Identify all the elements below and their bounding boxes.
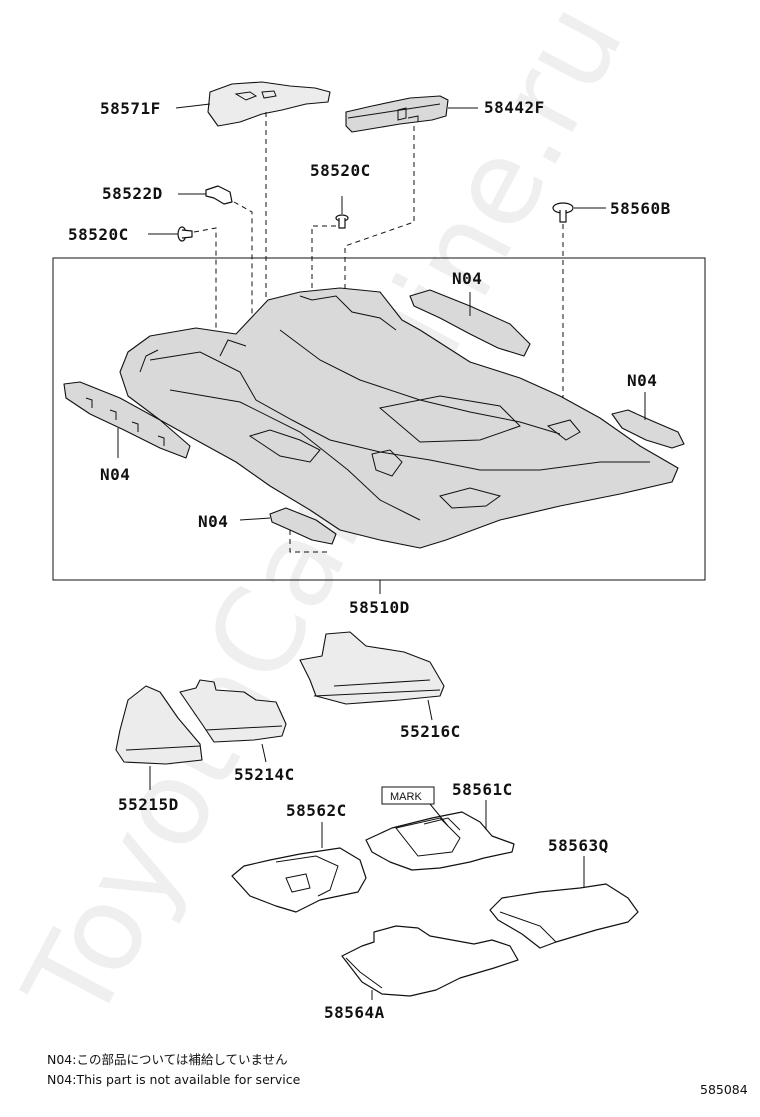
label-n04-bottom[interactable]: N04 bbox=[198, 512, 228, 531]
leader-55216C bbox=[427, 699, 433, 721]
label-58520C-top[interactable]: 58520C bbox=[310, 161, 371, 180]
bracket-n04-top[interactable] bbox=[409, 289, 531, 357]
insulator-55215D[interactable] bbox=[115, 685, 203, 765]
leader-58571F bbox=[175, 103, 211, 109]
diagram-id: 585084 bbox=[700, 1082, 748, 1097]
label-n04-top[interactable]: N04 bbox=[452, 269, 482, 288]
clip-58520C-left[interactable] bbox=[177, 226, 193, 242]
bracket-n04-left[interactable] bbox=[63, 381, 191, 459]
label-58442F[interactable]: 58442F bbox=[484, 98, 545, 117]
note-jp: N04:この部品については補給していません bbox=[47, 1052, 288, 1067]
leader-n04-bottom bbox=[239, 517, 271, 521]
insulator-55214C[interactable] bbox=[179, 679, 287, 743]
label-55215D[interactable]: 55215D bbox=[118, 795, 179, 814]
silencer-pad-58571F[interactable] bbox=[207, 81, 331, 127]
mark-label: MARK bbox=[390, 791, 422, 803]
dash-58520C-left bbox=[193, 227, 217, 330]
label-58510D[interactable]: 58510D bbox=[349, 598, 410, 617]
leader-55214C bbox=[261, 743, 267, 763]
floor-mat-58562C[interactable] bbox=[231, 847, 367, 913]
bracket-n04-bottom[interactable] bbox=[269, 507, 337, 545]
label-n04-left[interactable]: N04 bbox=[100, 465, 130, 484]
floor-mat-58563Q[interactable] bbox=[489, 883, 639, 949]
floor-mat-58561C[interactable] bbox=[365, 811, 515, 871]
dash-58522D bbox=[233, 201, 253, 420]
label-58564A[interactable]: 58564A bbox=[324, 1003, 385, 1022]
label-58560B[interactable]: 58560B bbox=[610, 199, 671, 218]
clip-58522D[interactable] bbox=[205, 185, 233, 205]
clip-58520C-top[interactable] bbox=[335, 214, 349, 229]
dash-n04-bottom bbox=[289, 530, 330, 553]
note-en: N04:This part is not available for servi… bbox=[47, 1072, 301, 1087]
assembly-frame bbox=[52, 257, 706, 581]
mark-box bbox=[381, 786, 435, 805]
label-55216C[interactable]: 55216C bbox=[400, 722, 461, 741]
label-58562C[interactable]: 58562C bbox=[286, 801, 347, 820]
label-58571F[interactable]: 58571F bbox=[100, 99, 161, 118]
bracket-n04-right[interactable] bbox=[611, 409, 685, 449]
floor-carpet-58510D[interactable] bbox=[119, 287, 679, 549]
label-55214C[interactable]: 55214C bbox=[234, 765, 295, 784]
leader-mark bbox=[429, 803, 449, 827]
dash-58442F bbox=[344, 126, 415, 460]
clip-58560B[interactable] bbox=[552, 202, 574, 223]
label-58561C[interactable]: 58561C bbox=[452, 780, 513, 799]
label-58522D[interactable]: 58522D bbox=[102, 184, 163, 203]
label-n04-right[interactable]: N04 bbox=[627, 371, 657, 390]
insulator-58442F[interactable] bbox=[345, 95, 449, 133]
label-58563Q[interactable]: 58563Q bbox=[548, 836, 609, 855]
floor-mat-58564A[interactable] bbox=[341, 925, 519, 997]
label-58520C-left[interactable]: 58520C bbox=[68, 225, 129, 244]
